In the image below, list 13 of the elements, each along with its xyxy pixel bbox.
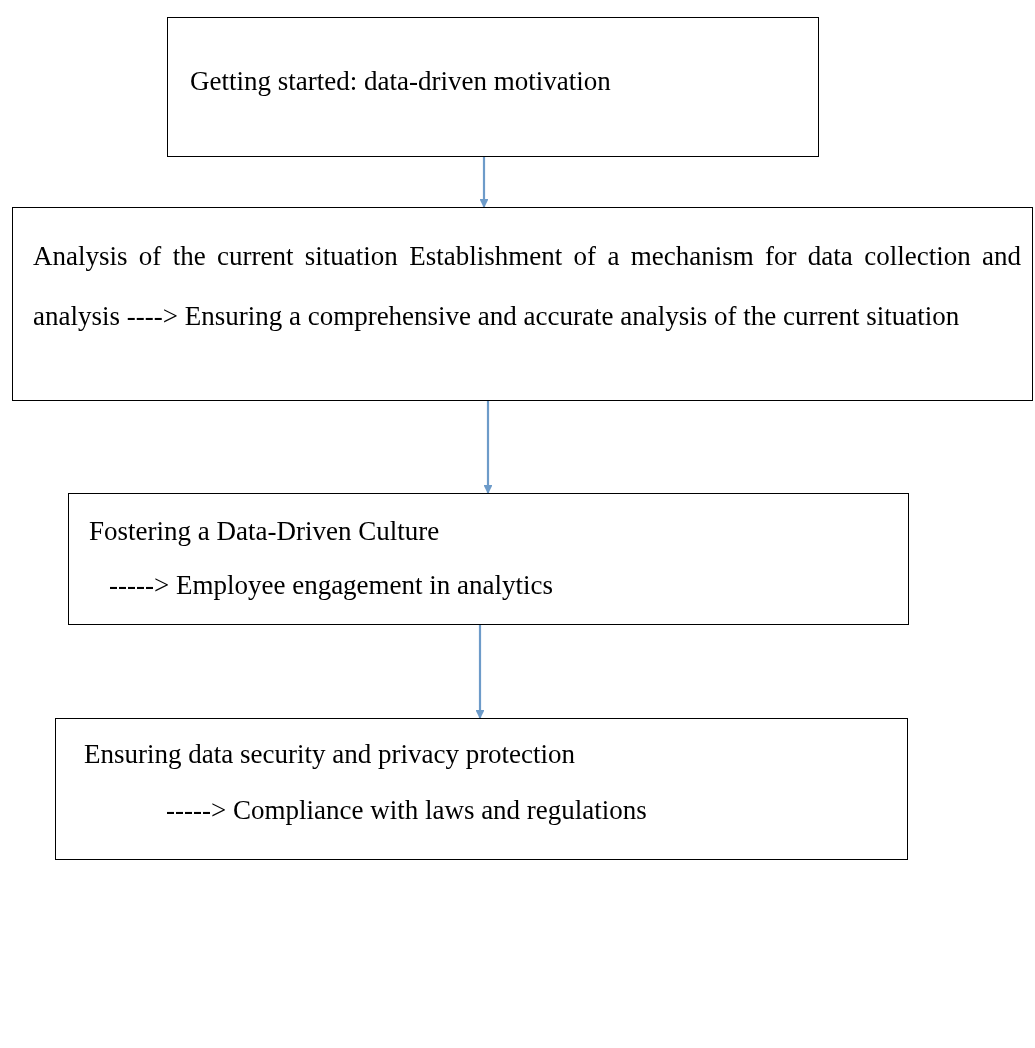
step-text: -----> Employee engagement in analytics <box>109 570 554 601</box>
step-text: Getting started: data-driven motivation <box>190 66 611 97</box>
step-text: -----> Compliance with laws and regulations <box>166 795 647 826</box>
arrow <box>479 157 489 208</box>
process-box <box>167 17 819 157</box>
arrow <box>483 401 493 494</box>
step-text: Analysis of the current situation Establishment of a mechanism for data collection and analysis ----> Ensuring a comprehensive and accurate analysis of the current situation <box>33 240 1021 333</box>
process-box <box>12 207 1033 401</box>
step-text: Ensuring data security and privacy protection <box>84 739 576 770</box>
process-box <box>55 718 908 860</box>
step-text: Fostering a Data-Driven Culture <box>89 516 440 547</box>
arrow <box>475 625 485 719</box>
process-box <box>68 493 909 625</box>
